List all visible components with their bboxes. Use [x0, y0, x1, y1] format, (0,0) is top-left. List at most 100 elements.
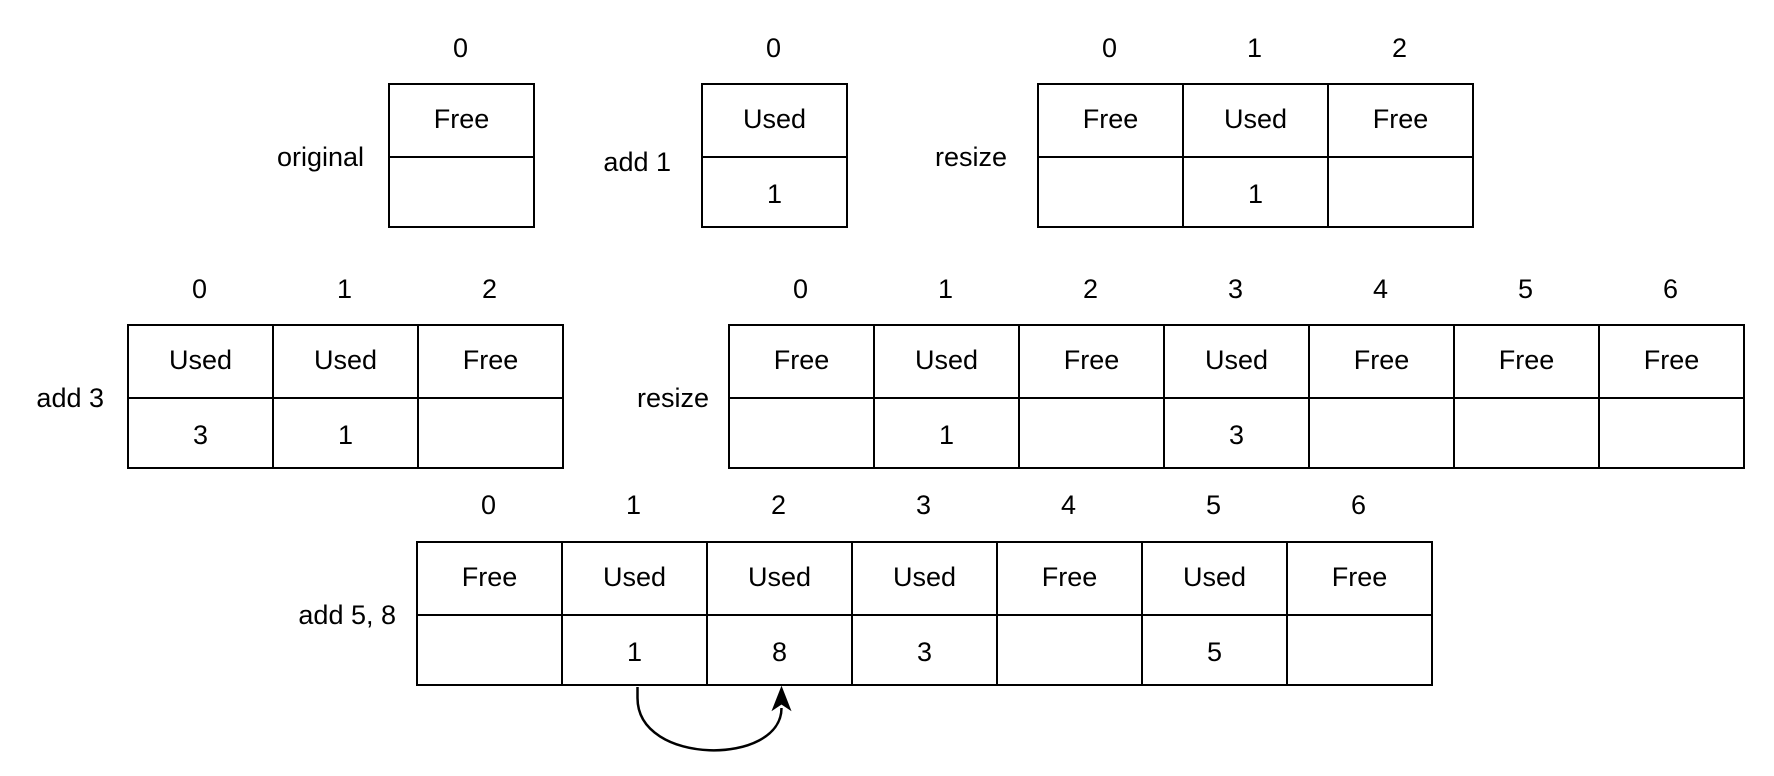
slot-status: Free: [1372, 104, 1429, 135]
slot-index: 2: [1082, 274, 1099, 304]
slot-divider: [1184, 155, 1327, 158]
slot-status: Used: [313, 345, 378, 376]
slot-index: 1: [336, 274, 353, 304]
slot-status: Used: [602, 562, 667, 593]
slot-index: 6: [1350, 490, 1367, 520]
slot-value: 1: [337, 419, 354, 450]
row-label: original: [276, 142, 364, 172]
table-slot: Free: [1453, 324, 1600, 469]
table-slot: Used 1: [561, 541, 708, 686]
slot-index: 3: [1227, 274, 1244, 304]
row-label: add 5, 8: [298, 600, 396, 630]
row-label: resize: [934, 142, 1007, 172]
table-slot: Used 1: [873, 324, 1020, 469]
slot-divider: [418, 613, 561, 616]
slot-status: Free: [1498, 345, 1555, 376]
row-label: resize: [636, 383, 709, 413]
slot-value: 5: [1206, 636, 1223, 667]
slot-index: 5: [1517, 274, 1534, 304]
table-slot: Free: [996, 541, 1143, 686]
slot-value: 8: [771, 636, 788, 667]
slot-divider: [1143, 613, 1286, 616]
slot-status: Free: [773, 345, 830, 376]
slot-divider: [274, 396, 417, 399]
slot-divider: [1165, 396, 1308, 399]
table-slot: Free: [1286, 541, 1433, 686]
slot-divider: [730, 396, 873, 399]
slot-divider: [1600, 396, 1743, 399]
slot-divider: [390, 155, 533, 158]
slot-status: Used: [1223, 104, 1288, 135]
table-slot: Free: [1327, 83, 1474, 228]
table-slot: Free: [1037, 83, 1184, 228]
slot-status: Free: [1063, 345, 1120, 376]
table-slot: Free: [1308, 324, 1455, 469]
slot-index: 4: [1060, 490, 1077, 520]
slot-divider: [419, 396, 562, 399]
slot-status: Free: [1041, 562, 1098, 593]
slot-status: Used: [168, 345, 233, 376]
row-label: add 1: [603, 147, 671, 177]
slot-index: 0: [792, 274, 809, 304]
slot-index: 0: [191, 274, 208, 304]
slot-divider: [563, 613, 706, 616]
slot-value: 3: [1228, 419, 1245, 450]
slot-value: 1: [1247, 178, 1264, 209]
table-slot: Used 3: [851, 541, 998, 686]
slot-index: 5: [1205, 490, 1222, 520]
slot-divider: [708, 613, 851, 616]
slot-value: 1: [626, 636, 643, 667]
slot-status: Used: [1182, 562, 1247, 593]
slot-status: Used: [747, 562, 812, 593]
slot-value: 1: [766, 178, 783, 209]
slot-index: 0: [480, 490, 497, 520]
slot-divider: [703, 155, 846, 158]
slot-status: Free: [433, 104, 490, 135]
slot-divider: [1039, 155, 1182, 158]
table-slot: Free: [416, 541, 563, 686]
slot-index: 2: [481, 274, 498, 304]
slot-index: 0: [765, 33, 782, 63]
slot-divider: [853, 613, 996, 616]
slot-divider: [1329, 155, 1472, 158]
row-label: add 3: [36, 383, 104, 413]
slot-divider: [875, 396, 1018, 399]
slot-index: 1: [1246, 33, 1263, 63]
slot-index: 6: [1662, 274, 1679, 304]
slot-index: 2: [1391, 33, 1408, 63]
table-slot: Free: [417, 324, 564, 469]
slot-divider: [998, 613, 1141, 616]
slot-index: 0: [1101, 33, 1118, 63]
slot-divider: [129, 396, 272, 399]
slot-status: Free: [1082, 104, 1139, 135]
slot-status: Used: [892, 562, 957, 593]
slot-divider: [1288, 613, 1431, 616]
slot-divider: [1020, 396, 1163, 399]
table-slot: Used 5: [1141, 541, 1288, 686]
slot-divider: [1310, 396, 1453, 399]
table-slot: Used 8: [706, 541, 853, 686]
slot-value: 3: [916, 636, 933, 667]
table-slot: Free: [1018, 324, 1165, 469]
slot-status: Free: [1331, 562, 1388, 593]
slot-status: Used: [914, 345, 979, 376]
slot-divider: [1455, 396, 1598, 399]
slot-status: Free: [462, 345, 519, 376]
slot-value: 3: [192, 419, 209, 450]
slot-status: Used: [1204, 345, 1269, 376]
table-slot: Free: [1598, 324, 1745, 469]
slot-value: 1: [938, 419, 955, 450]
table-slot: Free: [728, 324, 875, 469]
slot-index: 1: [937, 274, 954, 304]
slot-status: Free: [1353, 345, 1410, 376]
table-slot: Used 1: [272, 324, 419, 469]
table-slot: Used 3: [127, 324, 274, 469]
slot-status: Free: [1643, 345, 1700, 376]
slot-index: 2: [770, 490, 787, 520]
table-slot: Used 3: [1163, 324, 1310, 469]
slot-index: 3: [915, 490, 932, 520]
table-slot: Free: [388, 83, 535, 228]
